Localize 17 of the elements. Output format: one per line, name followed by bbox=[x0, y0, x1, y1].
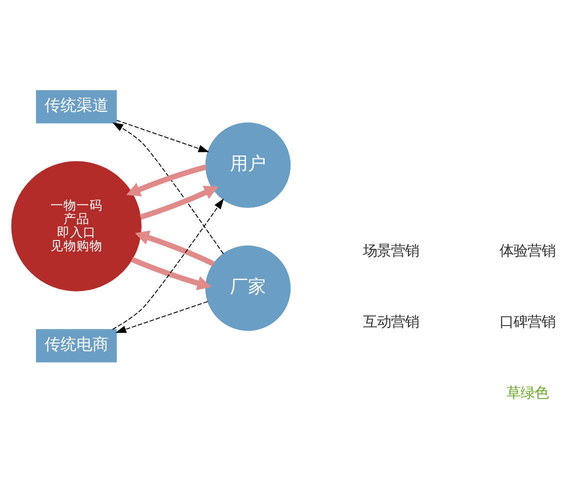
label: 口碑营销 bbox=[499, 314, 556, 330]
arrow bbox=[135, 230, 214, 266]
arrow bbox=[116, 119, 210, 152]
arrow bbox=[140, 185, 218, 220]
label: 互动营销 bbox=[362, 314, 419, 330]
arrow bbox=[130, 256, 212, 290]
arrow bbox=[126, 164, 206, 196]
label: 场景营销 bbox=[362, 243, 419, 260]
node-circle: 用户 bbox=[205, 122, 291, 208]
label: 体验营销 bbox=[499, 243, 556, 260]
arrow bbox=[115, 300, 208, 332]
label: 草绿色 bbox=[506, 385, 548, 402]
node-box: 传统电商 bbox=[36, 328, 117, 362]
node-box: 传统渠道 bbox=[36, 90, 117, 123]
arrow bbox=[112, 122, 224, 254]
node-circle: 厂家 bbox=[205, 245, 291, 330]
arrow bbox=[112, 198, 224, 330]
